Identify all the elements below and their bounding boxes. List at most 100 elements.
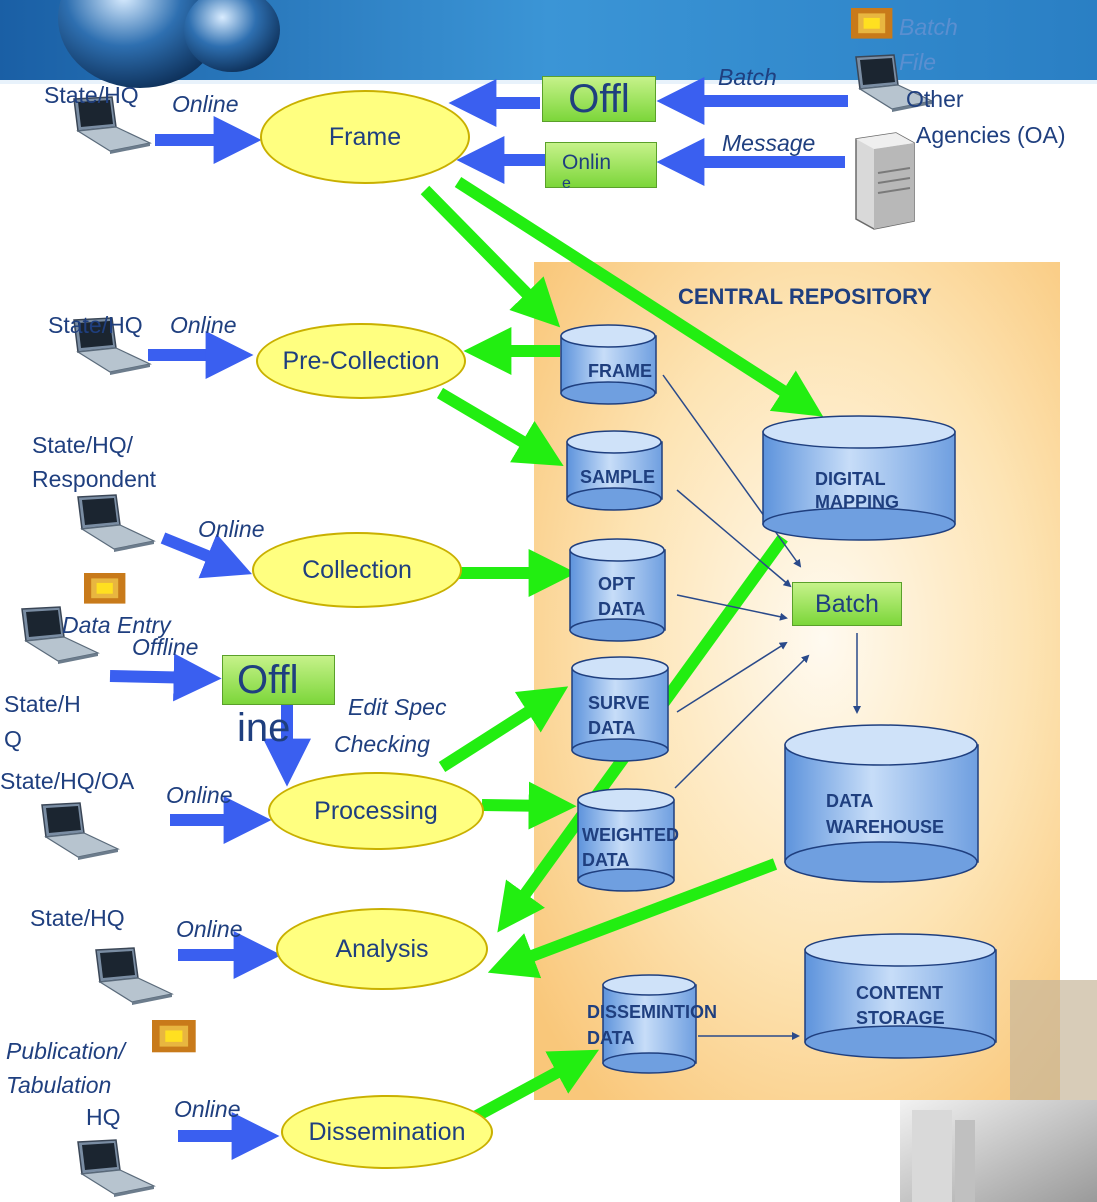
arrow-precollection-sample [436,387,564,466]
arrow-survey-batch [676,641,788,713]
process-collection: Collection [252,532,462,608]
user-label-data-entry-2: Q [4,726,22,752]
user-label-precollection: State/HQ [48,312,143,338]
survey-data-cylinder [571,656,669,762]
process-frame: Frame [260,90,470,184]
flow-edit-spec-1: Edit Spec [348,694,447,720]
flow-message: Message [722,130,816,156]
flow-publication-2: Tabulation [6,1072,112,1098]
flow-data-entry: Data Entry [62,612,171,638]
store-content-label-1: CONTENT [856,983,943,1003]
online-box-top-label-line2: e [562,175,571,192]
arrow-user-collection [160,532,253,579]
online-box-top-label-line1: Onlin [562,151,612,174]
flow-publication-1: Publication/ [6,1038,125,1064]
store-survey-label-2: DATA [588,718,636,738]
arrow-dataentry-offline [109,653,222,702]
user-label-other-agencies-2: Agencies (OA) [916,122,1066,148]
process-dissemination: Dissemination [281,1095,493,1169]
server-icon [855,132,915,230]
user-label-collection-1: State/HQ/ [32,432,133,458]
online-box-top: Onlin e [545,142,657,192]
flow-online-dissemination: Online [174,1096,241,1122]
flow-offline-data-entry: Offline [132,634,199,660]
store-opt-label-2: DATA [598,599,646,619]
offline-box-mid-label-line1: Offl [237,658,299,702]
offline-box-top-label: Offl [568,77,630,121]
store-dissemination-label-2: DATA [587,1028,635,1048]
process-processing: Processing [268,772,484,850]
store-sample-label: SAMPLE [580,467,656,487]
batch-box: Batch [792,582,902,626]
store-weighted-label-1: WEIGHTED [582,825,679,845]
offline-box-mid-label-line2: ine [237,706,291,750]
flow-edit-spec-2: Checking [334,731,430,757]
flow-online-frame: Online [172,91,239,117]
process-analysis: Analysis [276,908,488,990]
arrow-frame-framestore [420,185,561,328]
frame-store-cylinder [560,324,657,405]
store-frame-label: FRAME [588,361,652,381]
flow-online-analysis: Online [176,916,243,942]
store-warehouse-label-2: WAREHOUSE [826,817,945,837]
process-processing-label: Processing [314,796,438,825]
folder-icon-data-entry [84,573,126,604]
flow-online-precollection: Online [170,312,237,338]
store-survey-label-1: SURVE [588,693,650,713]
opt-data-cylinder [569,538,666,642]
user-label-processing: State/HQ/OA [0,768,135,794]
user-label-collection-2: Respondent [32,466,157,492]
user-label-dissemination: HQ [86,1104,121,1130]
arrow-weighted-batch [674,654,810,789]
process-pre-collection: Pre-Collection [256,323,466,399]
data-warehouse-cylinder [784,724,979,883]
flow-batch: Batch [718,64,777,90]
dissemination-data-cylinder [602,974,697,1074]
user-label-other-agencies-1: Other [906,86,964,112]
flow-online-processing: Online [166,782,233,808]
offline-box-top: Offl [542,76,656,122]
laptop-icon-collection [77,494,155,553]
laptop-icon-processing [41,802,119,861]
arrow-frame-batch [662,374,802,568]
arrow-opt-batch [676,594,788,621]
folder-icon-publication [152,1020,196,1053]
user-label-frame: State/HQ [44,82,139,108]
arrow-processing-survey [438,686,569,773]
flow-batch-file-2: File [899,49,937,75]
weighted-data-cylinder [577,788,675,892]
user-label-analysis: State/HQ [30,905,125,931]
offline-box-mid: Offl ine [222,655,335,750]
process-collection-label: Collection [302,555,412,584]
building-photo-decoration [900,980,1097,1202]
laptop-icon-dissemination [77,1139,155,1198]
flow-online-collection: Online [198,516,265,542]
sample-store-cylinder [566,430,663,511]
repository-title: CENTRAL REPOSITORY [678,284,932,309]
process-dissemination-label: Dissemination [308,1117,466,1146]
digital-mapping-cylinder [762,415,956,541]
folder-icon-batch-file [851,8,893,39]
process-pre-collection-label: Pre-Collection [282,346,440,375]
arrow-sample-batch [676,489,792,588]
arrow-processing-weighted [481,781,577,830]
store-digital-label-1: DIGITAL [815,469,886,489]
process-frame-label: Frame [328,122,402,151]
store-dissemination-label-1: DISSEMINTION [587,1002,718,1022]
store-digital-label-2: MAPPING [815,492,900,512]
store-opt-label-1: OPT [598,574,636,594]
store-weighted-label-2: DATA [582,850,630,870]
batch-box-label: Batch [815,590,879,618]
flow-batch-file-1: Batch [899,14,958,40]
store-content-label-2: STORAGE [856,1008,945,1028]
arrow-frame-digital [454,176,824,417]
orb-decoration [58,0,222,88]
arrow-warehouse-analysis [487,858,778,979]
content-storage-cylinder [804,933,997,1059]
user-label-data-entry-1: State/H [4,691,81,717]
laptop-icon-analysis [95,947,173,1006]
